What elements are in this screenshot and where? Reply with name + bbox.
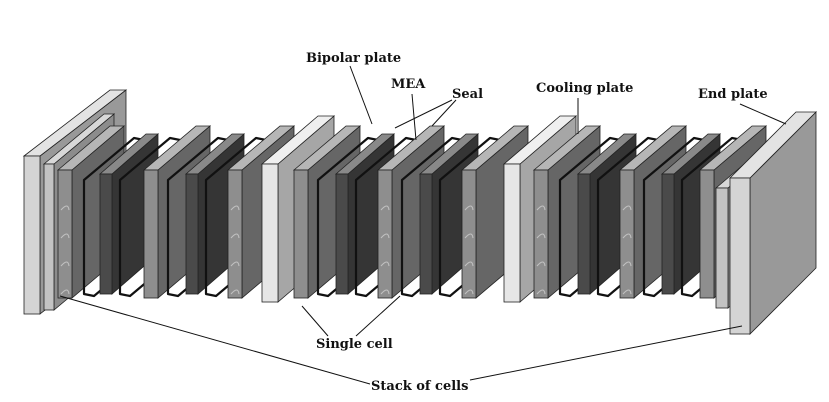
leader-stack-right	[469, 325, 743, 381]
bipolar-plate-face	[143, 169, 159, 299]
leader-single-cell-right	[355, 295, 401, 337]
bipolar-plate-flow-channel	[230, 205, 240, 211]
bipolar-plate-flow-channel	[60, 205, 70, 211]
label-end-plate: End plate	[698, 87, 768, 102]
bipolar-plate-flow-channel	[230, 261, 240, 267]
left-end-plate-face	[23, 155, 41, 315]
leader-single-cell-left	[301, 305, 329, 337]
bipolar-plate-face	[699, 169, 715, 299]
bipolar-plate-flow-channel	[380, 205, 390, 211]
left-current-collector-face	[43, 163, 55, 311]
right-end-plate-face	[729, 177, 751, 335]
bipolar-plate-flow-channel	[380, 289, 390, 295]
bipolar-plate-flow-channel	[536, 261, 546, 267]
right-current-collector-face	[715, 187, 729, 309]
mea-layer-face	[661, 173, 675, 295]
bipolar-plate-flow-channel	[60, 261, 70, 267]
label-cooling-plate: Cooling plate	[536, 81, 633, 96]
right-end-plate	[729, 111, 817, 335]
leader-stack-left	[59, 295, 371, 385]
plate-stack	[22, 89, 817, 335]
mea-layer-face	[419, 173, 433, 295]
bipolar-plate-flow-channel	[622, 205, 632, 211]
bipolar-plate-flow-channel	[230, 289, 240, 295]
bipolar-plate-flow-channel	[60, 233, 70, 239]
leader-seal-left	[394, 99, 453, 129]
bipolar-plate-flow-channel	[536, 205, 546, 211]
label-single-cell: Single cell	[316, 337, 393, 352]
label-seal: Seal	[452, 87, 483, 102]
bipolar-plate-flow-channel	[230, 233, 240, 239]
bipolar-plate-flow-channel	[380, 233, 390, 239]
leader-end-plate	[739, 103, 787, 125]
cooling-plate-face	[503, 163, 521, 303]
bipolar-plate-face	[293, 169, 309, 299]
bipolar-plate-flow-channel	[622, 233, 632, 239]
bipolar-plate-flow-channel	[380, 261, 390, 267]
bipolar-plate-flow-channel	[464, 233, 474, 239]
label-bipolar-plate: Bipolar plate	[306, 51, 401, 66]
bipolar-plate-flow-channel	[60, 289, 70, 295]
bipolar-plate-flow-channel	[464, 261, 474, 267]
leader-mea	[411, 93, 417, 141]
label-stack-of-cells: Stack of cells	[371, 379, 468, 394]
mea-layer-face	[99, 173, 113, 295]
cooling-plate-face	[261, 163, 279, 303]
bipolar-plate-flow-channel	[464, 289, 474, 295]
mea-layer-face	[577, 173, 591, 295]
leader-bipolar-plate	[349, 65, 373, 125]
bipolar-plate-flow-channel	[536, 289, 546, 295]
bipolar-plate-flow-channel	[464, 205, 474, 211]
mea-layer-face	[185, 173, 199, 295]
label-mea: MEA	[391, 77, 426, 92]
mea-layer-face	[335, 173, 349, 295]
bipolar-plate-flow-channel	[622, 261, 632, 267]
bipolar-plate-flow-channel	[536, 233, 546, 239]
leader-lines	[59, 65, 787, 385]
bipolar-plate-flow-channel	[622, 289, 632, 295]
leader-seal-right	[431, 99, 457, 127]
